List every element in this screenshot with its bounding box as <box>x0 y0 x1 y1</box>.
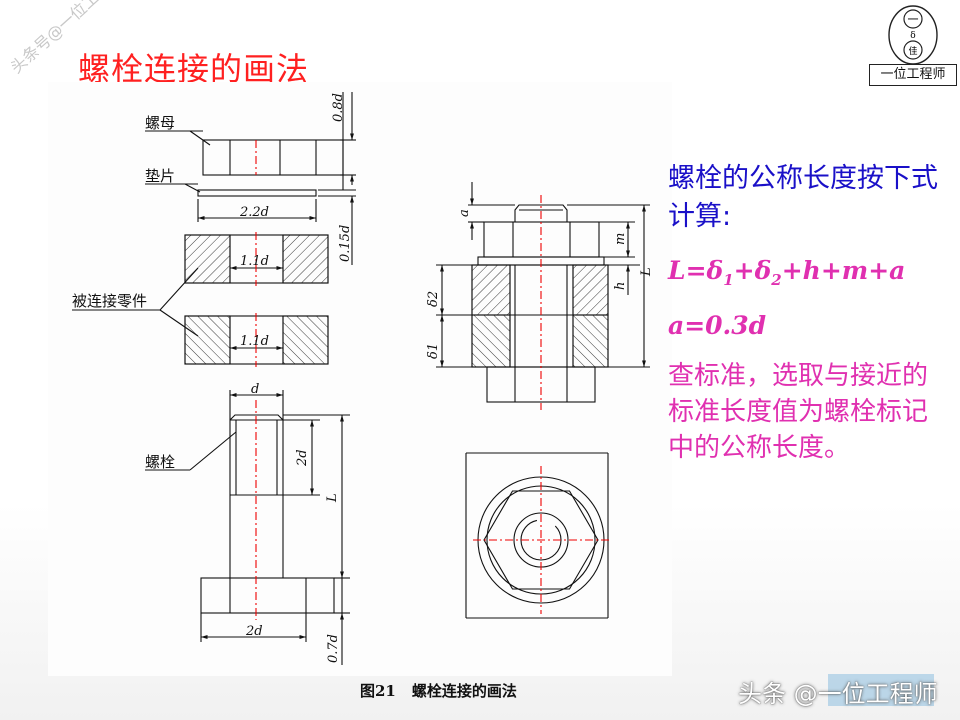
logo: 一 δ 佳 <box>869 4 957 86</box>
dim-2d-vertical: 2d <box>295 449 310 467</box>
dim-delta1: δ1 <box>426 343 441 359</box>
assembled-section-view <box>471 195 609 410</box>
watermark-highlight <box>828 674 934 706</box>
logo-glyph-top: 一 <box>908 13 919 26</box>
dim-1-1d-bottom: 1.1d <box>240 334 269 349</box>
logo-glyph-bottom: 佳 <box>908 45 917 57</box>
formula-sub-1: 1 <box>723 271 734 289</box>
dim-0-7d: 0.7d <box>326 634 341 663</box>
lower-plate <box>184 313 329 367</box>
label-connected-parts: 被连接零件 <box>72 292 147 310</box>
dim-m: m <box>613 233 628 245</box>
bolt-drawing: 螺母 垫片 被连接零件 螺栓 2.2d 1.1d 1.1d d 2d 0.8d … <box>48 82 672 676</box>
label-bolt: 螺栓 <box>145 453 175 471</box>
dim-a: a <box>457 209 472 217</box>
slide-title: 螺栓连接的画法 <box>78 50 310 88</box>
dim-d: d <box>251 382 259 397</box>
dim-L-right: L <box>639 267 654 277</box>
logo-glyph-mid: δ <box>910 31 915 41</box>
right-panel: 螺栓的公称长度按下式计算: L=δ1+δ2+h+m+a a=0.3d 查标准，选… <box>668 160 938 466</box>
dim-h: h <box>613 282 628 290</box>
dim-2-2d: 2.2d <box>239 205 269 220</box>
a-formula: a=0.3d <box>668 311 767 340</box>
assembled-top-view <box>465 452 609 619</box>
length-heading: 螺栓的公称长度按下式计算: <box>668 163 938 232</box>
formula-part-plus: +δ <box>733 256 772 285</box>
formula-part-L: L=δ <box>668 256 724 285</box>
formula-part-rest: +h+m+a <box>781 256 906 285</box>
selection-note: 查标准，选取与接近的标准长度值为螺栓标记中的公称长度。 <box>668 361 929 463</box>
nut-front-view <box>202 139 344 176</box>
figure-caption-text: 螺栓连接的画法 <box>411 682 517 700</box>
dim-L-left: L <box>325 493 340 503</box>
logo-caption: 一位工程师 <box>869 64 957 86</box>
dim-1-1d-top: 1.1d <box>240 254 269 269</box>
dim-0-15d: 0.15d <box>338 225 353 262</box>
figure-caption: 图21 螺栓连接的画法 <box>360 680 533 701</box>
dim-0-8d: 0.8d <box>331 93 346 122</box>
figure-number: 图21 <box>360 682 396 700</box>
label-washer: 垫片 <box>145 167 175 185</box>
washer-front-view <box>197 189 317 197</box>
dim-2d-head: 2d <box>245 624 263 639</box>
bolt-front-view <box>200 390 335 620</box>
upper-plate <box>184 232 329 286</box>
dim-delta2: δ2 <box>426 291 441 307</box>
watermark-bottom: 头条 @一位工程师 <box>738 680 938 708</box>
formula-sub-2: 2 <box>771 271 782 289</box>
length-formula: L=δ1+δ2+h+m+a <box>668 256 938 289</box>
bolt-drawing-svg: 螺母 垫片 被连接零件 螺栓 2.2d 1.1d 1.1d d 2d 0.8d … <box>72 92 654 665</box>
label-nut: 螺母 <box>145 114 175 132</box>
